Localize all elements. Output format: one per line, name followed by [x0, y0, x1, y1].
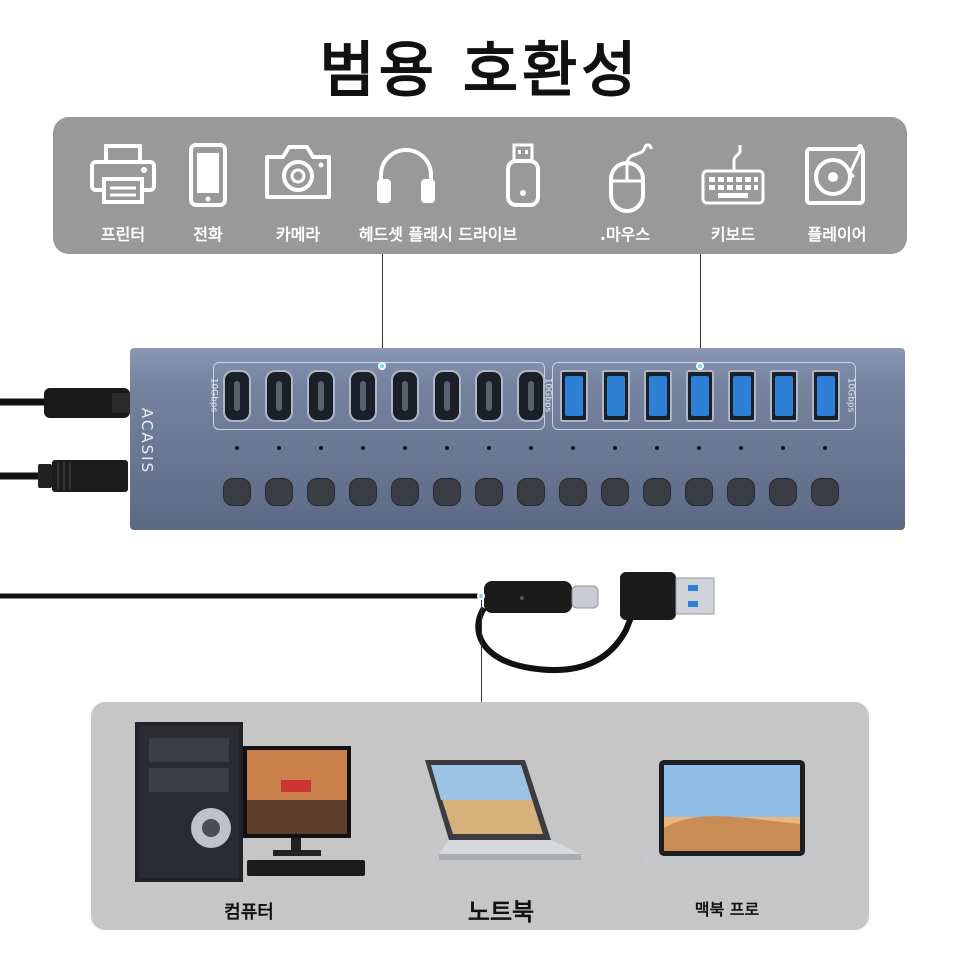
connection-dot [378, 362, 386, 370]
status-led [445, 446, 449, 450]
keyboard-icon [701, 145, 765, 205]
usb-a-port[interactable] [602, 370, 630, 422]
port-switch-button[interactable] [727, 478, 755, 506]
phone-icon [189, 143, 227, 207]
status-led [613, 446, 617, 450]
status-led [697, 446, 701, 450]
speed-label-c: 10Gbps [208, 377, 219, 413]
upstream-cable [0, 572, 715, 674]
device-label: 프린터 [100, 225, 146, 244]
usb-c-port[interactable] [265, 370, 293, 422]
status-led [403, 446, 407, 450]
devices-panel: 프린터 전화 카메라 헤드셋 플래시 드라이 [53, 117, 907, 254]
usb-c-port[interactable] [391, 370, 419, 422]
device-mouse: .마우스 [578, 117, 688, 254]
status-led [571, 446, 575, 450]
device-label: 카메라 [275, 225, 321, 244]
port-switch-button[interactable] [391, 478, 419, 506]
device-headset [351, 117, 461, 254]
usb-c-port[interactable] [349, 370, 377, 422]
host-label: 컴퓨터 [224, 902, 274, 923]
power-and-data-cables [0, 388, 130, 492]
status-led [361, 446, 365, 450]
speed-label-a: 10Gbps [845, 377, 856, 413]
device-label: 헤드셋 플래시 드라이브 [358, 225, 518, 244]
hosts-panel: 컴퓨터 노트북 맥북 프로 [91, 702, 869, 930]
macbook-icon [643, 760, 811, 864]
port-switch-button[interactable] [769, 478, 797, 506]
usb-a-port[interactable] [770, 370, 798, 422]
device-label: 키보드 [710, 225, 756, 244]
host-label: 맥북 프로 [694, 900, 760, 919]
connection-dot [477, 592, 485, 600]
status-led [529, 446, 533, 450]
device-printer: 프린터 [68, 117, 178, 254]
device-label: 전화 [193, 225, 223, 244]
connector-line [700, 254, 701, 366]
usb-c-port[interactable] [307, 370, 335, 422]
status-led [277, 446, 281, 450]
player-icon [805, 144, 865, 205]
port-switch-button[interactable] [265, 478, 293, 506]
device-keyboard: 키보드 [678, 117, 788, 254]
usb-a-port[interactable] [728, 370, 756, 422]
usb-c-port[interactable] [433, 370, 461, 422]
connector-line [382, 254, 383, 366]
page-title: 범용 호환성 [319, 36, 641, 106]
port-switch-button[interactable] [349, 478, 377, 506]
usb-a-port[interactable] [644, 370, 672, 422]
status-led [655, 446, 659, 450]
camera-icon [265, 145, 331, 199]
usb-a-port[interactable] [686, 370, 714, 422]
desktop-computer-icon [135, 722, 365, 882]
device-label: .마우스 [599, 225, 651, 244]
port-switch-button[interactable] [223, 478, 251, 506]
device-phone: 전화 [153, 117, 263, 254]
status-led [823, 446, 827, 450]
port-switch-button[interactable] [685, 478, 713, 506]
port-switch-button[interactable] [307, 478, 335, 506]
printer-icon [90, 144, 156, 204]
usb-a-port-group [552, 362, 856, 430]
laptop-icon [425, 760, 581, 860]
port-switch-button[interactable] [559, 478, 587, 506]
device-flash-drive: 헤드셋 플래시 드라이브 [359, 117, 578, 254]
connection-dot [696, 362, 704, 370]
mouse-icon [609, 143, 653, 213]
usb-c-port[interactable] [475, 370, 503, 422]
usb-c-port[interactable] [223, 370, 251, 422]
port-switch-button[interactable] [433, 478, 461, 506]
headset-icon [377, 148, 435, 203]
status-led [487, 446, 491, 450]
usb-a-port[interactable] [560, 370, 588, 422]
host-label: 노트북 [467, 898, 535, 926]
usb-hub: 10Gbps 10Gbps 10Gbps [130, 348, 905, 530]
device-camera: 카메라 [243, 117, 353, 254]
port-switch-button[interactable] [517, 478, 545, 506]
status-led [319, 446, 323, 450]
status-led [235, 446, 239, 450]
connector-line [481, 600, 482, 702]
port-switch-button[interactable] [601, 478, 629, 506]
device-label: 플레이어 [807, 225, 867, 244]
usb-c-port[interactable] [517, 370, 545, 422]
device-player: 플레이어 [782, 117, 892, 254]
port-switch-button[interactable] [811, 478, 839, 506]
status-led [739, 446, 743, 450]
port-switch-button[interactable] [643, 478, 671, 506]
port-switch-button[interactable] [475, 478, 503, 506]
usb-a-port[interactable] [812, 370, 840, 422]
flash-drive-icon [506, 143, 540, 207]
status-led [781, 446, 785, 450]
